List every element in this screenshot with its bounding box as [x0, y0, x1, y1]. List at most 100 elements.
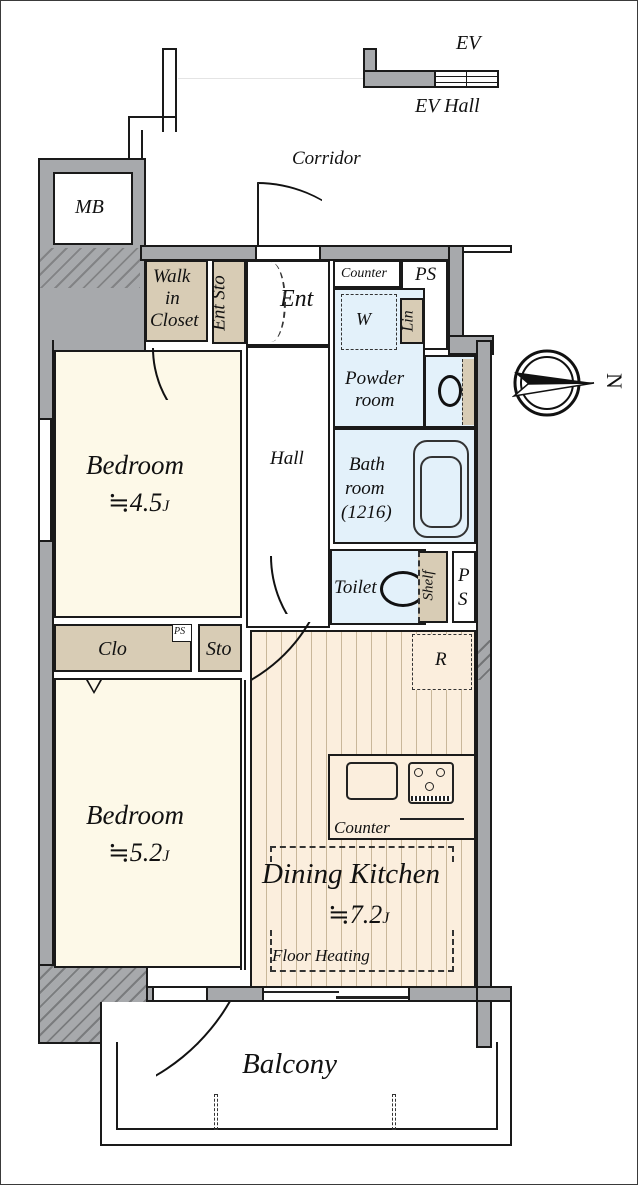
balcony-partition-2	[392, 1094, 396, 1130]
hood-line	[400, 818, 464, 820]
linen-label: Lin	[399, 310, 417, 332]
compass-icon	[511, 348, 595, 418]
kitchen-sink-icon	[346, 762, 398, 800]
powder-room[interactable]: W Powder room	[333, 288, 425, 428]
bedroom-1-size: ≒4.5J	[108, 488, 169, 518]
entrance-storage-label: Ent Sto	[208, 275, 230, 331]
corridor-wall-step	[128, 116, 177, 132]
kitchen-counter-label: Counter	[334, 818, 390, 837]
balcony-door-bedroom[interactable]	[152, 986, 208, 1002]
compass-svg	[511, 349, 595, 417]
left-window-1[interactable]	[38, 418, 52, 542]
top-wall-extension	[462, 245, 512, 253]
dining-kitchen[interactable]: R Counter Dining Kitchen ≒7.2J Floor Hea…	[250, 622, 476, 988]
stove-icon	[408, 762, 454, 804]
entrance-door-opening[interactable]	[255, 245, 321, 261]
floor-heating-area-top	[270, 846, 454, 862]
ps-toilet-label-1: P	[458, 565, 470, 586]
bedroom-1[interactable]: Bedroom ≒4.5J	[54, 348, 242, 618]
corridor-wall-lower	[128, 130, 143, 158]
washer-label: W	[356, 309, 371, 329]
ps-toilet: P S	[452, 551, 476, 623]
washer-space: W	[341, 294, 397, 350]
bedroom-2-closet-doors[interactable]	[240, 680, 246, 970]
ev-label: EV	[456, 32, 481, 54]
ev-wall-base	[363, 70, 438, 88]
counter-top-area: Counter	[333, 260, 401, 288]
powder-room-label-2: room	[355, 390, 395, 411]
balcony-inner-rail	[116, 1042, 498, 1130]
kitchen-counter: Counter	[328, 754, 476, 840]
balcony-partition-1	[214, 1094, 218, 1130]
sink-counter	[462, 359, 474, 425]
balcony-right-post	[476, 1000, 492, 1048]
toilet[interactable]: Toilet	[330, 549, 426, 625]
refrigerator-space: R	[412, 634, 472, 690]
bedroom-1-size-unit: J	[162, 498, 170, 515]
dining-kitchen-label: Dining Kitchen	[262, 858, 441, 890]
walk-in-closet-label-3: Closet	[150, 310, 199, 331]
wall-hatch-left-upper	[40, 248, 140, 288]
sink-area	[424, 355, 476, 428]
hall[interactable]: Hall	[246, 346, 330, 628]
counter-top-label: Counter	[341, 266, 387, 281]
stove-controls	[411, 796, 451, 801]
shelf-label: Shelf	[420, 570, 437, 601]
bathtub-icon	[413, 440, 469, 538]
entrance[interactable]: Ent	[246, 260, 330, 346]
bedroom-1-door-swing[interactable]	[152, 348, 204, 400]
entrance-door-dashed	[256, 262, 286, 342]
burner-icon-1	[414, 768, 423, 777]
entrance-storage[interactable]: Ent Sto	[208, 260, 246, 344]
ev-door	[434, 70, 499, 88]
bathroom-label-1: Bath	[349, 454, 385, 475]
ps-small-label: PS	[174, 626, 186, 637]
ps-top-label: PS	[415, 264, 437, 285]
wall-hatch-right	[478, 640, 490, 680]
ps-small: PS	[172, 624, 192, 642]
corridor-guide-line	[178, 78, 368, 79]
dining-kitchen-size: ≒7.2J	[328, 900, 389, 930]
balcony-label: Balcony	[242, 1048, 338, 1080]
hall-label: Hall	[270, 448, 304, 469]
refrigerator-label: R	[435, 649, 447, 670]
bedroom-2-size-value: ≒5.2	[108, 838, 163, 867]
bathroom-label-3: (1216)	[341, 502, 392, 523]
bedroom-2-door-marker-inner	[88, 680, 100, 691]
sink-icon	[438, 375, 462, 407]
bathtub-inner	[420, 456, 462, 528]
floor-heating-area-bottom	[270, 930, 454, 972]
bathroom[interactable]: Bath room (1216)	[333, 428, 476, 544]
bedroom-2-label: Bedroom	[86, 800, 184, 830]
powder-room-label-1: Powder	[345, 368, 405, 389]
toilet-label: Toilet	[334, 577, 377, 598]
bedroom-2-size: ≒5.2J	[108, 838, 169, 868]
burner-icon-2	[436, 768, 445, 777]
ev-hall-label: EV Hall	[415, 95, 480, 117]
corridor-wall-upper	[162, 48, 177, 132]
walk-in-closet[interactable]: Walk in Closet	[145, 260, 208, 342]
balcony[interactable]: Balcony	[100, 1002, 512, 1146]
bedroom-1-label: Bedroom	[86, 450, 184, 480]
mb-box: MB	[53, 172, 133, 245]
toilet-shelf: Shelf	[418, 551, 448, 623]
closet[interactable]: Clo	[54, 624, 192, 672]
bedroom-2[interactable]: Bedroom ≒5.2J	[54, 678, 242, 968]
storage[interactable]: Sto	[198, 624, 242, 672]
compass-north-label: N	[601, 373, 627, 389]
bedroom-2-size-unit: J	[162, 848, 170, 865]
mb-label: MB	[75, 196, 104, 218]
ps-toilet-label-2: S	[458, 589, 468, 610]
dining-kitchen-size-value: ≒7.2	[328, 900, 383, 929]
linen-storage[interactable]: Lin	[400, 298, 424, 344]
walk-in-closet-label-2: in	[165, 288, 180, 309]
storage-label: Sto	[206, 638, 232, 660]
balcony-sliding-door[interactable]	[262, 986, 410, 1002]
bathroom-label-2: room	[345, 478, 385, 499]
dining-kitchen-size-unit: J	[382, 910, 390, 927]
closet-label: Clo	[98, 638, 127, 660]
corridor-label: Corridor	[292, 148, 361, 169]
walk-in-closet-label-1: Walk	[153, 266, 191, 287]
burner-icon-3	[425, 782, 434, 791]
floor-heating-label: Floor Heating	[272, 946, 370, 965]
